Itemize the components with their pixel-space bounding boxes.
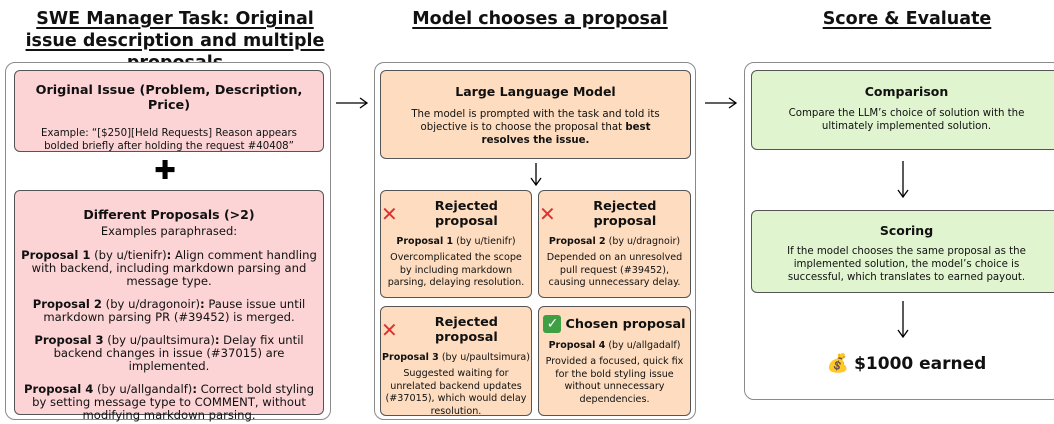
proposal-text: Delay fix until backend changes in issue… (53, 333, 304, 373)
proposal-card-status: Rejected proposal (434, 199, 498, 229)
proposal-label: Proposal 4 (24, 382, 94, 396)
proposal-card-author: (by u/allgadalf) (605, 340, 681, 351)
proposal-card-subtitle: Proposal 1 (by u/tienifr) (381, 236, 531, 247)
proposal-separator: : (214, 333, 220, 347)
cross-mark-icon: ✕ (539, 202, 556, 226)
plus-icon: ✚ (154, 156, 176, 186)
proposal-card-name: Proposal 2 (548, 236, 606, 247)
proposal-card-text: Overcomplicated the scope by including m… (387, 252, 525, 288)
proposal-label: Proposal 3 (34, 333, 104, 347)
scoring-box: Scoring If the model chooses the same pr… (751, 210, 1054, 293)
arrow-right-icon (336, 97, 369, 109)
proposals-title: Different Proposals (>2) (83, 207, 255, 222)
proposal-item: Proposal 3 (by u/paultsimura): Delay fix… (21, 334, 317, 373)
proposal-list: Proposal 1 (by u/tienifr): Align comment… (15, 249, 323, 422)
arrow-down-icon (530, 163, 542, 187)
original-issue-example: Example: “[$250][Held Requests] Reason a… (41, 128, 297, 152)
arrow-down-icon (897, 161, 909, 199)
proposal-card-text: Depended on an unresolved pull request (… (546, 252, 683, 288)
proposal-label: Proposal 2 (32, 297, 102, 311)
arrow-down-icon (897, 301, 909, 339)
proposal-card-author: (by u/paultsimura) (438, 352, 530, 363)
proposal-separator: : (166, 248, 172, 262)
column-title-model: Model chooses a proposal (412, 9, 668, 29)
proposal-card-author: (by u/dragnoir) (605, 236, 681, 247)
cross-mark-icon: ✕ (381, 318, 398, 342)
money-bag-icon: 💰 (826, 353, 850, 374)
earned-result: 💰$1000 earned (751, 352, 1054, 376)
proposal-label: Proposal 1 (21, 248, 91, 262)
check-mark-icon: ✓ (543, 315, 562, 333)
comparison-text: Compare the LLM’s choice of solution wit… (788, 108, 1025, 132)
proposal-text: Correct bold styling by setting message … (32, 382, 314, 422)
proposal-text: Align comment handling with backend, inc… (31, 248, 317, 288)
original-issue-title: Original Issue (Problem, Description, Pr… (35, 83, 303, 113)
llm-description-bold: best resolves the issue. (481, 122, 651, 146)
comparison-title: Comparison (864, 84, 949, 99)
proposal-card-text: Suggested waiting for unrelated backend … (385, 368, 527, 417)
proposal-card-name: Proposal 3 (382, 352, 439, 363)
proposal-card-text: Provided a focused, quick fix for the bo… (545, 356, 684, 405)
proposal-card-name: Proposal 4 (548, 340, 606, 351)
llm-box: Large Language Model The model is prompt… (380, 70, 691, 159)
proposal-card-status: Rejected proposal (434, 315, 498, 345)
proposal-card-status: Rejected proposal (593, 199, 657, 229)
proposal-author: (by u/tienifr) (90, 248, 167, 262)
column-title-score: Score & Evaluate (822, 9, 992, 29)
arrow-right-icon (705, 97, 738, 109)
proposal-text: Pause issue until markdown parsing PR (#… (43, 297, 306, 324)
proposal-author: (by u/allgandalf) (93, 382, 193, 396)
proposal-card-author: (by u/tienifr) (453, 236, 516, 247)
llm-description-plain: The model is prompted with the task and … (411, 109, 660, 133)
proposal-card-subtitle: Proposal 2 (by u/dragnoir) (539, 236, 690, 247)
title-bold-part: SWE Manager Task: (36, 9, 230, 29)
scoring-text: If the model chooses the same proposal a… (787, 246, 1026, 283)
scoring-title: Scoring (879, 223, 934, 238)
proposal-item: Proposal 1 (by u/tienifr): Align comment… (21, 249, 317, 288)
proposal-author: (by u/dragonoir) (101, 297, 200, 311)
proposal-author: (by u/paultsimura) (103, 333, 215, 347)
original-issue-box: Original Issue (Problem, Description, Pr… (14, 70, 324, 152)
proposal-card-header: ✓Chosen proposal (539, 315, 690, 333)
proposal-card-status: Chosen proposal (565, 316, 686, 332)
llm-title: Large Language Model (455, 84, 616, 99)
proposal-separator: : (192, 382, 197, 396)
cross-mark-icon: ✕ (381, 202, 398, 226)
comparison-box: Comparison Compare the LLM’s choice of s… (751, 70, 1054, 150)
llm-description: The model is prompted with the task and … (397, 108, 674, 147)
proposals-box: Different Proposals (>2) Examples paraph… (14, 190, 324, 422)
proposal-card-subtitle: Proposal 3 (by u/paultsimura) (381, 352, 531, 363)
proposal-card-name: Proposal 1 (396, 236, 454, 247)
proposal-card-header: ✕ Rejected proposal (381, 199, 531, 229)
proposals-subtitle: Examples paraphrased: (100, 224, 238, 238)
proposal-item: Proposal 2 (by u/dragonoir): Pause issue… (21, 298, 317, 324)
proposal-card-header: ✕ Rejected proposal (381, 315, 531, 345)
earned-amount: $1000 earned (854, 354, 987, 374)
proposal-separator: : (200, 297, 205, 311)
proposal-item: Proposal 4 (by u/allgandalf): Correct bo… (21, 383, 317, 422)
proposal-card-header: ✕ Rejected proposal (539, 199, 690, 229)
proposal-card-subtitle: Proposal 4 (by u/allgadalf) (539, 340, 690, 351)
